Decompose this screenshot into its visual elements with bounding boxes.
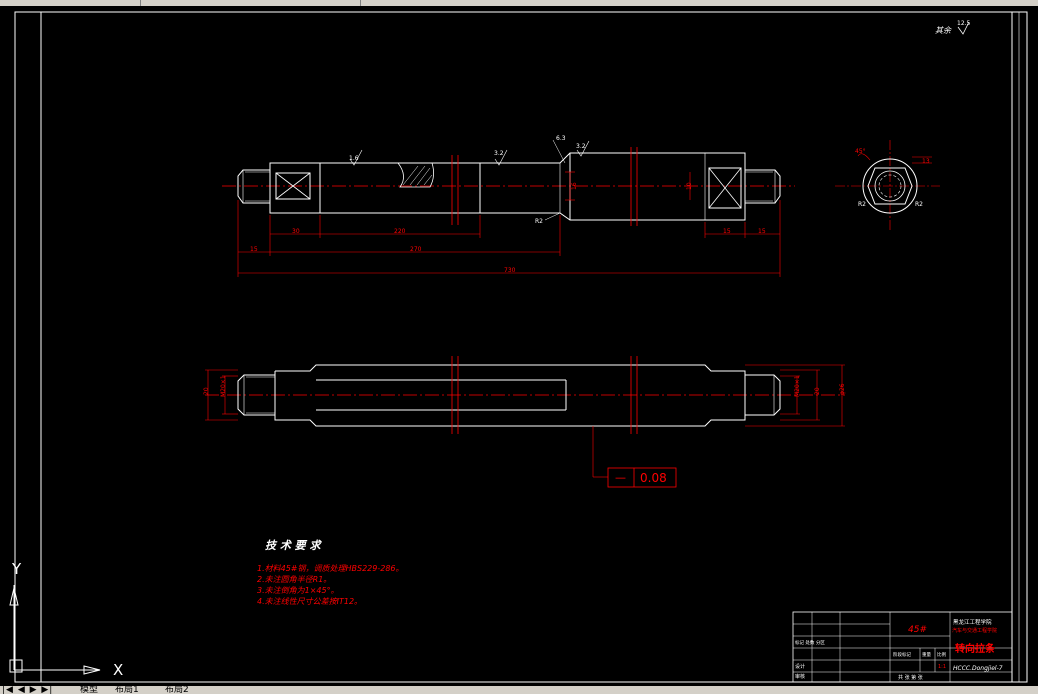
radius-label: R2 (858, 201, 866, 208)
roughness-symbol-icon (957, 21, 970, 35)
material-text: 45# (908, 625, 927, 635)
dim-text: 730 (504, 267, 516, 274)
dim-text: 220 (394, 228, 406, 235)
ucs-x-label: X (113, 661, 123, 679)
scale-text: 1:1 (938, 664, 946, 670)
section-label: R2 (535, 218, 543, 225)
dept-text: 汽车与交通工程学院 (952, 627, 997, 634)
tech-req-title: 技 术 要 求 (265, 539, 322, 552)
section-view: 45° 13 R2 R2 (835, 140, 940, 232)
dim-text: 15 (723, 228, 731, 235)
drawing-canvas[interactable]: 其余 12.5 (0, 6, 1038, 686)
dim-text: φ26 (839, 383, 846, 395)
roughness-note-label: 其余 (935, 26, 952, 35)
front-view: 1.6 3.2 6.3 3.2 R2 16 10 (222, 135, 795, 277)
tab-nav-arrows[interactable]: |◀ ◀ ▶ ▶| (2, 686, 54, 694)
front-dimensions (237, 171, 781, 277)
dim-text: M20×1 (794, 375, 801, 397)
technical-requirements: 技 术 要 求 1.材料45#钢，调质处理HBS229-286。 2.未注圆角半… (257, 539, 404, 606)
dim-text: 30 (292, 228, 300, 235)
dim-text: 20 (814, 387, 821, 395)
tab-model[interactable]: 模型 (80, 686, 99, 694)
left-thread-end (237, 169, 270, 204)
roughness-symbol-icon (349, 149, 363, 166)
title-col-label: 重量 (922, 651, 931, 658)
local-section (397, 162, 434, 188)
dim-text: 16 (571, 182, 578, 190)
drawing-number: HCCC.Dongjiel-7 (953, 665, 1003, 672)
layout-tab-bar: |◀ ◀ ▶ ▶| 模型 布局1 布局2 (0, 686, 1038, 694)
tab-layout2[interactable]: 布局2 (165, 686, 189, 694)
tech-req-item: 2.未注圆角半径R1。 (257, 575, 331, 584)
angle-text: 45° (855, 148, 866, 155)
shaft-body (320, 152, 746, 221)
dim-text: 20 (203, 387, 210, 395)
ucs-icon: Y X (9, 560, 123, 679)
tech-req-item: 1.材料45#钢，调质处理HBS229-286。 (257, 564, 404, 573)
dim-text: 270 (410, 246, 422, 253)
tech-req-item: 4.未注线性尺寸公差按IT12。 (257, 597, 362, 606)
roughness-symbol-icon (494, 149, 508, 166)
left-flat (275, 172, 311, 200)
dim-text: 15 (758, 228, 766, 235)
title-row-label: 设计 (795, 663, 805, 670)
title-row-label: 标记 处数 分区 (795, 639, 825, 646)
dim-text: M20×1 (220, 375, 227, 397)
outer-circle (862, 158, 918, 214)
dim-text: 13 (922, 158, 930, 165)
school-text: 黑龙江工程学院 (953, 618, 992, 626)
radius-label: R2 (915, 201, 923, 208)
roughness-value: 3.2 (494, 150, 504, 157)
roughness-value: 3.2 (576, 143, 586, 150)
tolerance-frame (607, 467, 677, 488)
tolerance-symbol: — (615, 471, 626, 484)
hex-profile (867, 167, 913, 205)
shaft-top-outline (274, 364, 746, 427)
ucs-y-label: Y (11, 560, 22, 578)
roughness-value: 6.3 (556, 135, 566, 142)
title-col-label: 比例 (937, 651, 946, 658)
cad-drawing: 其余 12.5 (9, 11, 1028, 683)
roughness-value: 1.6 (349, 155, 359, 162)
inner-frame (40, 11, 1013, 683)
title-row-label: 审核 (795, 673, 805, 680)
tech-req-item: 3.未注倒角为1×45°。 (257, 586, 339, 595)
tolerance-value: 0.08 (640, 471, 667, 485)
title-block: 45# 黑龙江工程学院 汽车与交通工程学院 转向拉条 HCCC.Dongjiel… (792, 611, 1013, 683)
top-view: 20 M20×1 M20×1 20 φ26 — 0.08 (203, 356, 846, 488)
roughness-note-value: 12.5 (957, 20, 971, 27)
dim-text: 10 (686, 182, 693, 190)
toolbar-segment (0, 0, 141, 6)
roughness-symbol-icon (576, 140, 590, 157)
toolbar-segment (140, 0, 361, 6)
tab-layout1[interactable]: 布局1 (115, 686, 139, 694)
top-toolbar-strip (0, 0, 1038, 6)
part-name: 转向拉条 (955, 642, 996, 655)
right-thread-end (745, 169, 781, 204)
outer-frame (14, 11, 1028, 683)
sheet-text: 共 张 第 张 (898, 674, 923, 681)
right-flat (708, 167, 742, 209)
dim-text: 15 (250, 246, 258, 253)
title-col-label: 阶段标记 (893, 651, 911, 658)
